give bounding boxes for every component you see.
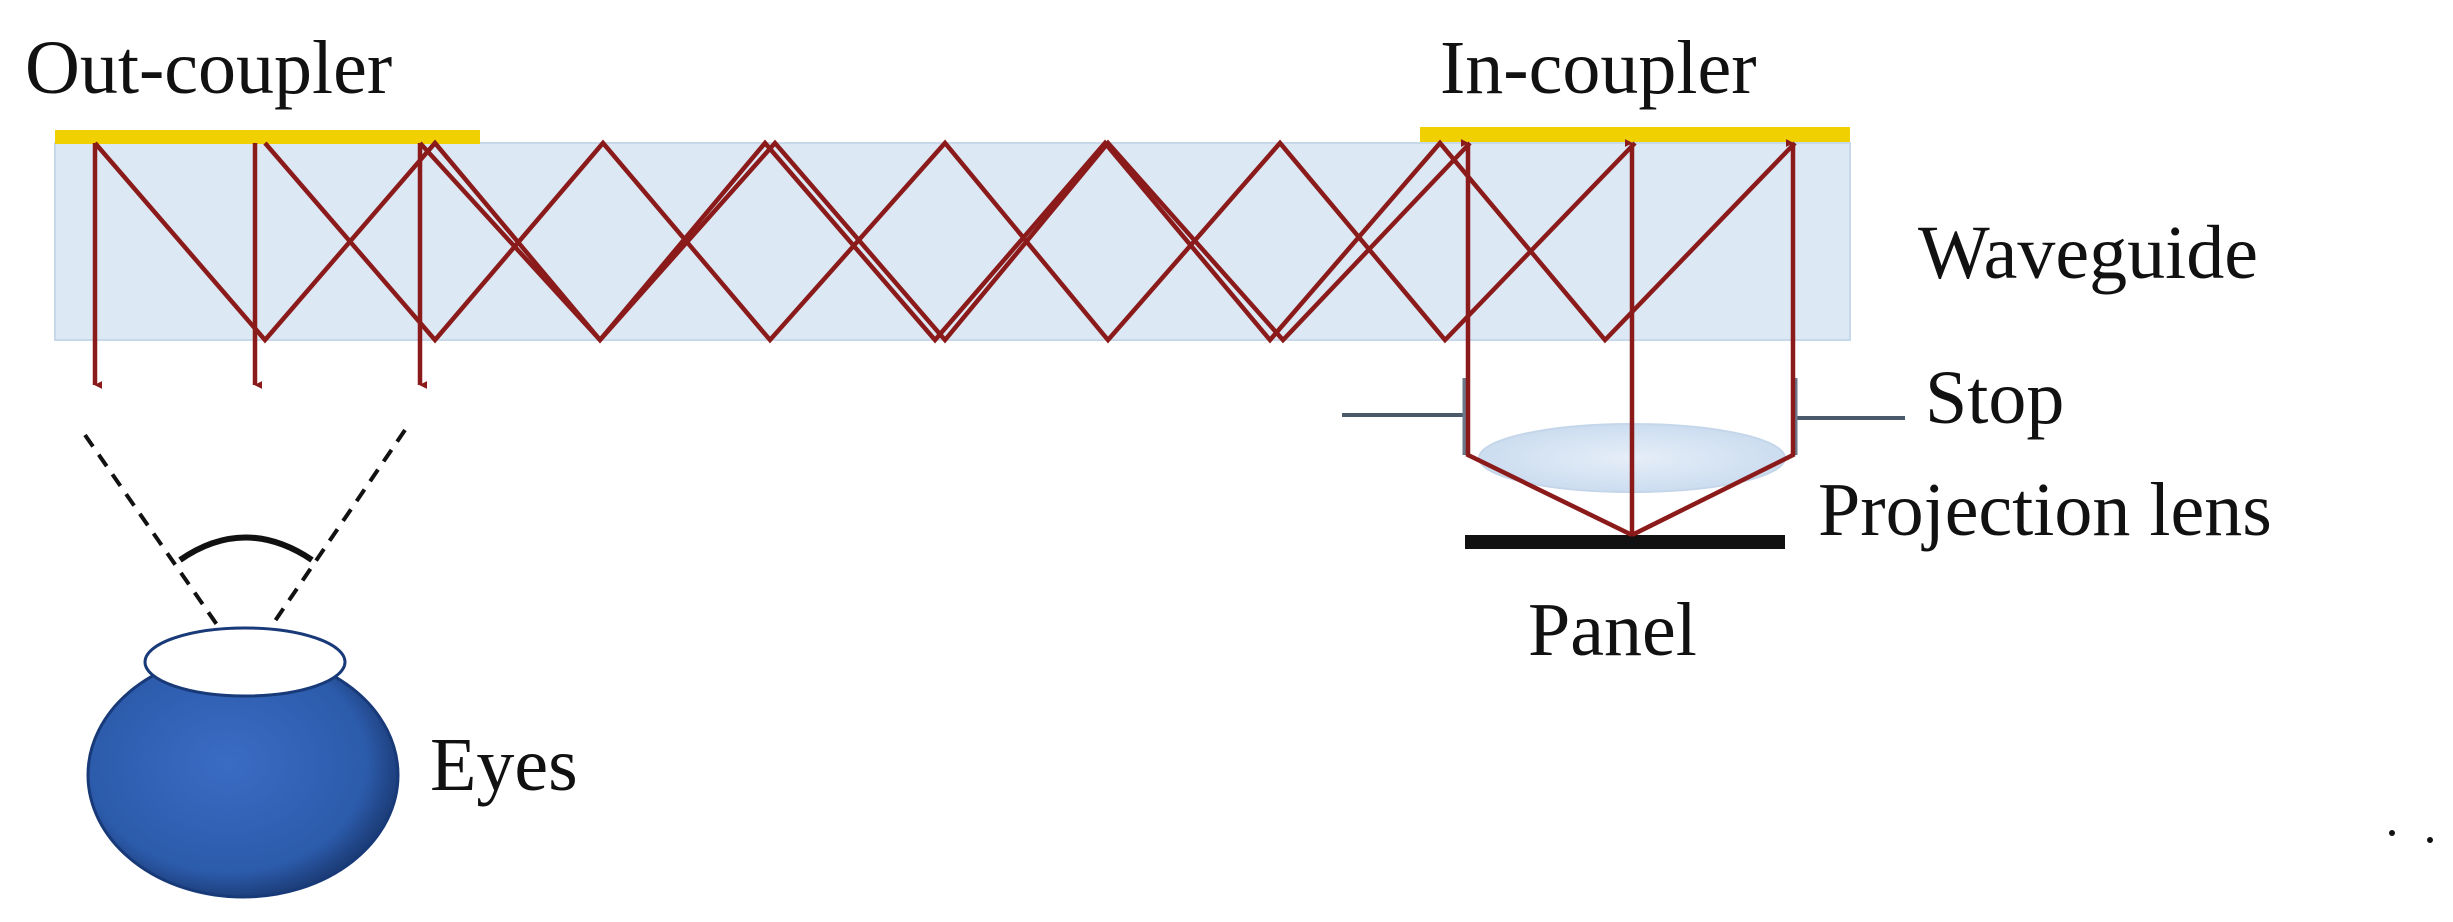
stop-label: Stop bbox=[1925, 356, 2064, 440]
projection-rays bbox=[1460, 139, 1796, 538]
projection-lens-label: Projection lens bbox=[1818, 468, 2272, 552]
zigzag-ray-3 bbox=[93, 139, 1472, 344]
zigzag-ray-1 bbox=[263, 139, 1637, 344]
display-panel bbox=[1465, 535, 1785, 549]
eye-pupil-window bbox=[143, 626, 347, 698]
eye-icon bbox=[86, 626, 400, 899]
zigzag-ray-2 bbox=[418, 139, 1797, 344]
out-coupled-rays bbox=[92, 143, 428, 389]
proj-ray-left bbox=[1460, 139, 1633, 538]
in-coupler-label: In-coupler bbox=[1440, 26, 1757, 110]
out-coupler-label: Out-coupler bbox=[25, 26, 392, 110]
waveguide-slab bbox=[54, 142, 1851, 341]
field-of-view-arc bbox=[178, 534, 314, 563]
proj-ray-right bbox=[1630, 139, 1796, 538]
out-coupler-grating bbox=[55, 130, 480, 144]
waveguide-label: Waveguide bbox=[1918, 211, 2258, 295]
zigzag-rays bbox=[93, 139, 1797, 344]
panel-label: Panel bbox=[1528, 588, 1697, 672]
stray-dots bbox=[2389, 830, 2433, 843]
in-coupler-grating bbox=[1420, 127, 1850, 142]
eyes-label: Eyes bbox=[430, 723, 578, 807]
